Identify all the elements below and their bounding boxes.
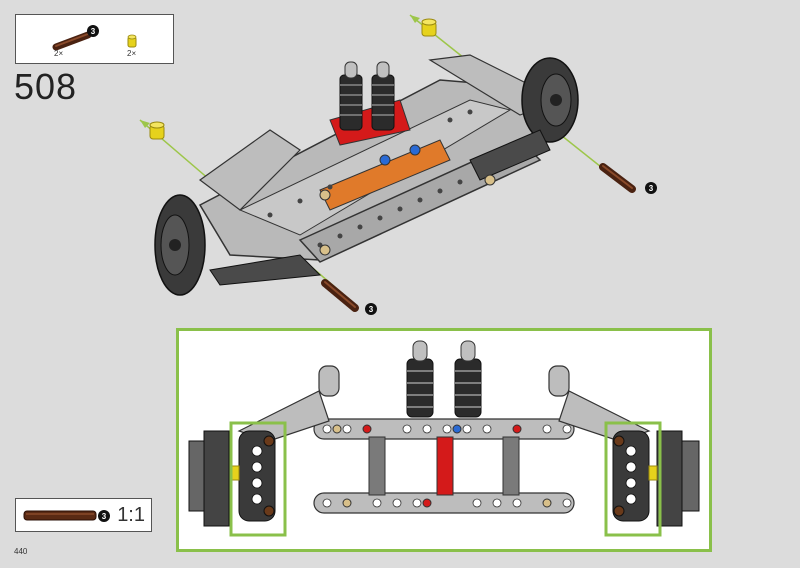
part-quantity: 2× bbox=[54, 49, 64, 58]
svg-text:3: 3 bbox=[102, 512, 107, 521]
parts-illustration: 3 bbox=[52, 25, 137, 51]
svg-text:3: 3 bbox=[369, 305, 374, 314]
right-wheel-hub bbox=[656, 430, 700, 527]
length-badge-icon: 3 bbox=[98, 510, 110, 522]
part-quantity: 2× bbox=[127, 49, 137, 58]
yellow-bushing-part bbox=[127, 34, 137, 48]
right-side-arm bbox=[612, 430, 650, 522]
length-badge-icon: 3 bbox=[87, 25, 99, 37]
page-number: 440 bbox=[14, 547, 28, 556]
left-wheel-hub bbox=[188, 430, 230, 527]
length-badge-icon: 3 bbox=[645, 182, 657, 194]
main-assembly-illustration: 3 3 bbox=[139, 14, 657, 315]
vertical-links bbox=[368, 436, 520, 496]
parts-list-box: 3 2× 2× bbox=[15, 14, 174, 64]
right-wheel-hub bbox=[521, 57, 579, 143]
svg-text:3: 3 bbox=[91, 27, 96, 36]
connector-pins bbox=[319, 144, 496, 256]
scale-axle-illustration: 3 bbox=[23, 510, 110, 522]
brown-axle-pin-callout bbox=[321, 279, 359, 312]
shock-absorbers bbox=[339, 61, 395, 131]
scale-label: 1:1 bbox=[117, 504, 145, 526]
brown-axle-pin-part bbox=[52, 31, 92, 51]
brown-axle-pin-callout bbox=[599, 163, 636, 193]
shock-absorbers bbox=[406, 340, 482, 418]
top-down-assembly-illustration bbox=[188, 340, 700, 537]
upper-beam bbox=[313, 418, 575, 440]
highlight-box-right bbox=[604, 421, 662, 537]
left-side-arm bbox=[238, 430, 276, 522]
lower-arms bbox=[209, 129, 551, 286]
length-badge-icon: 3 bbox=[365, 303, 377, 315]
left-wheel-hub bbox=[154, 194, 206, 296]
highlight-box-left bbox=[229, 421, 287, 537]
upper-arms bbox=[237, 365, 651, 442]
yellow-bushing-callout bbox=[149, 121, 165, 140]
scale-reference-box: 3 1:1 bbox=[15, 498, 152, 532]
step-number: 508 bbox=[14, 66, 78, 107]
yellow-bushing-callout bbox=[421, 18, 437, 37]
callout-detail-view bbox=[176, 328, 712, 552]
svg-text:3: 3 bbox=[649, 184, 654, 193]
lower-beam bbox=[313, 492, 575, 514]
